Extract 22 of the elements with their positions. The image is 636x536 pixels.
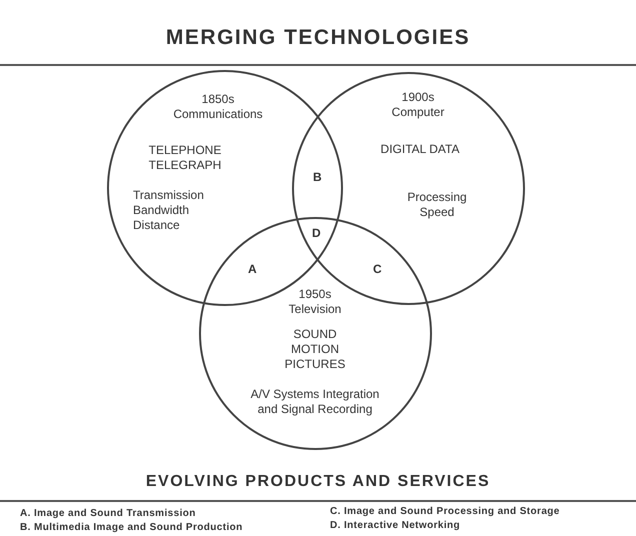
- technology-label: TELEPHONE TELEGRAPH: [148, 143, 222, 173]
- region-letter: A: [248, 262, 257, 276]
- technology-label: SOUND MOTION PICTURES: [284, 327, 346, 372]
- region-letter: B: [313, 170, 322, 184]
- era-label: 1950s Television: [288, 287, 342, 317]
- region-letter: C: [373, 262, 382, 276]
- feature-label: A/V Systems Integration and Signal Recording: [250, 387, 380, 417]
- technology-label: DIGITAL DATA: [380, 142, 460, 157]
- venn-circle: [107, 70, 343, 306]
- title: MERGING TECHNOLOGIES: [164, 26, 472, 50]
- subtitle: EVOLVING PRODUCTS AND SERVICES: [144, 473, 492, 491]
- era-label: 1850s Communications: [172, 92, 264, 122]
- venn-circle: [199, 217, 432, 450]
- feature-label: Transmission Bandwidth Distance: [133, 188, 205, 233]
- key-entry: D. Interactive Networking: [330, 520, 460, 531]
- era-label: 1900s Computer: [390, 90, 446, 120]
- key-entry: C. Image and Sound Processing and Storage: [330, 506, 560, 517]
- key-entry: B. Multimedia Image and Sound Production: [20, 522, 243, 533]
- region-letter: D: [312, 226, 321, 240]
- feature-label: Processing Speed: [406, 190, 468, 220]
- key-entry: A. Image and Sound Transmission: [20, 508, 196, 519]
- venn-circle: [292, 72, 525, 305]
